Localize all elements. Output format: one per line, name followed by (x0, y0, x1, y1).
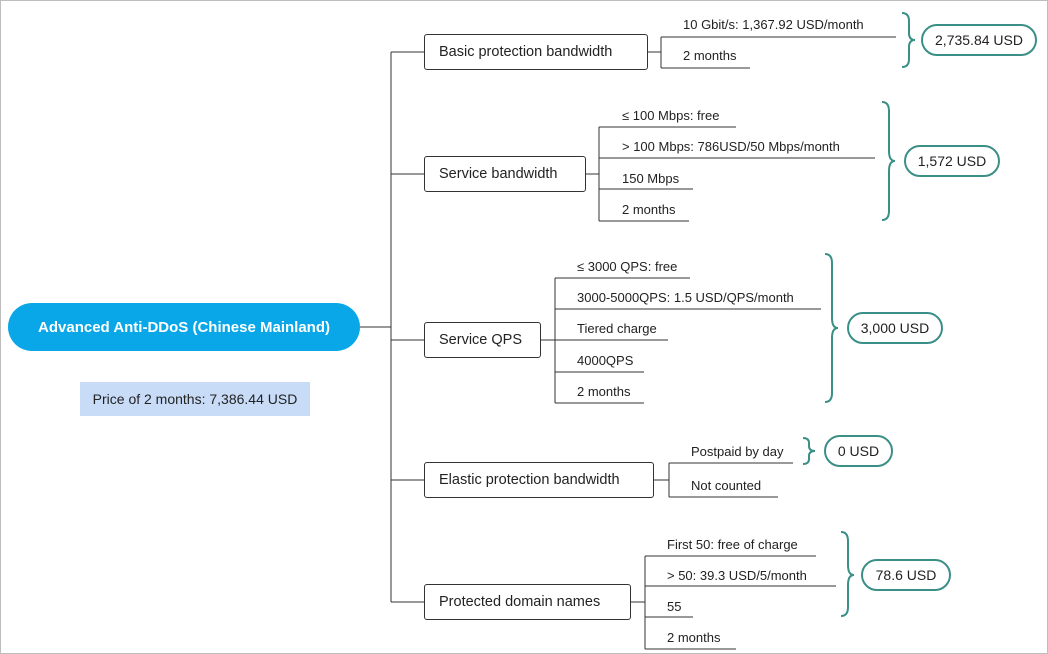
leaf-item: 10 Gbit/s: 1,367.92 USD/month (683, 17, 864, 32)
leaf-item: 4000QPS (577, 353, 634, 368)
leaf-item: 55 (667, 599, 682, 614)
total-badge: 2,735.84 USD (921, 24, 1037, 56)
leaf-item: > 100 Mbps: 786USD/50 Mbps/month (622, 139, 840, 154)
total-badge: 78.6 USD (861, 559, 951, 591)
leaf-item: 2 months (577, 384, 631, 399)
category-basic-protection-bandwidth: Basic protection bandwidth (424, 34, 648, 70)
leaf-item: Tiered charge (577, 321, 657, 336)
leaf-item: Postpaid by day (691, 444, 784, 459)
leaf-item: 150 Mbps (622, 171, 680, 186)
total-badge: 1,572 USD (904, 145, 1000, 177)
category-service-qps: Service QPS (424, 322, 541, 358)
leaf-item: ≤ 100 Mbps: free (622, 108, 720, 123)
leaf-item: 2 months (667, 630, 721, 645)
total-badge: 0 USD (824, 435, 893, 467)
leaf-item: 3000-5000QPS: 1.5 USD/QPS/month (577, 290, 794, 305)
total-badge: 3,000 USD (847, 312, 943, 344)
leaf-item: ≤ 3000 QPS: free (577, 259, 678, 274)
leaf-item: > 50: 39.3 USD/5/month (667, 568, 807, 583)
leaf-item: Not counted (691, 478, 762, 493)
category-protected-domain-names: Protected domain names (424, 584, 631, 620)
leaf-item: 2 months (622, 202, 676, 217)
category-service-bandwidth: Service bandwidth (424, 156, 586, 192)
category-elastic-protection-bandwidth: Elastic protection bandwidth (424, 462, 654, 498)
price-note: Price of 2 months: 7,386.44 USD (80, 382, 310, 416)
root-node: Advanced Anti-DDoS (Chinese Mainland) (8, 303, 360, 351)
leaf-item: 2 months (683, 48, 737, 63)
leaf-item: First 50: free of charge (667, 537, 798, 552)
